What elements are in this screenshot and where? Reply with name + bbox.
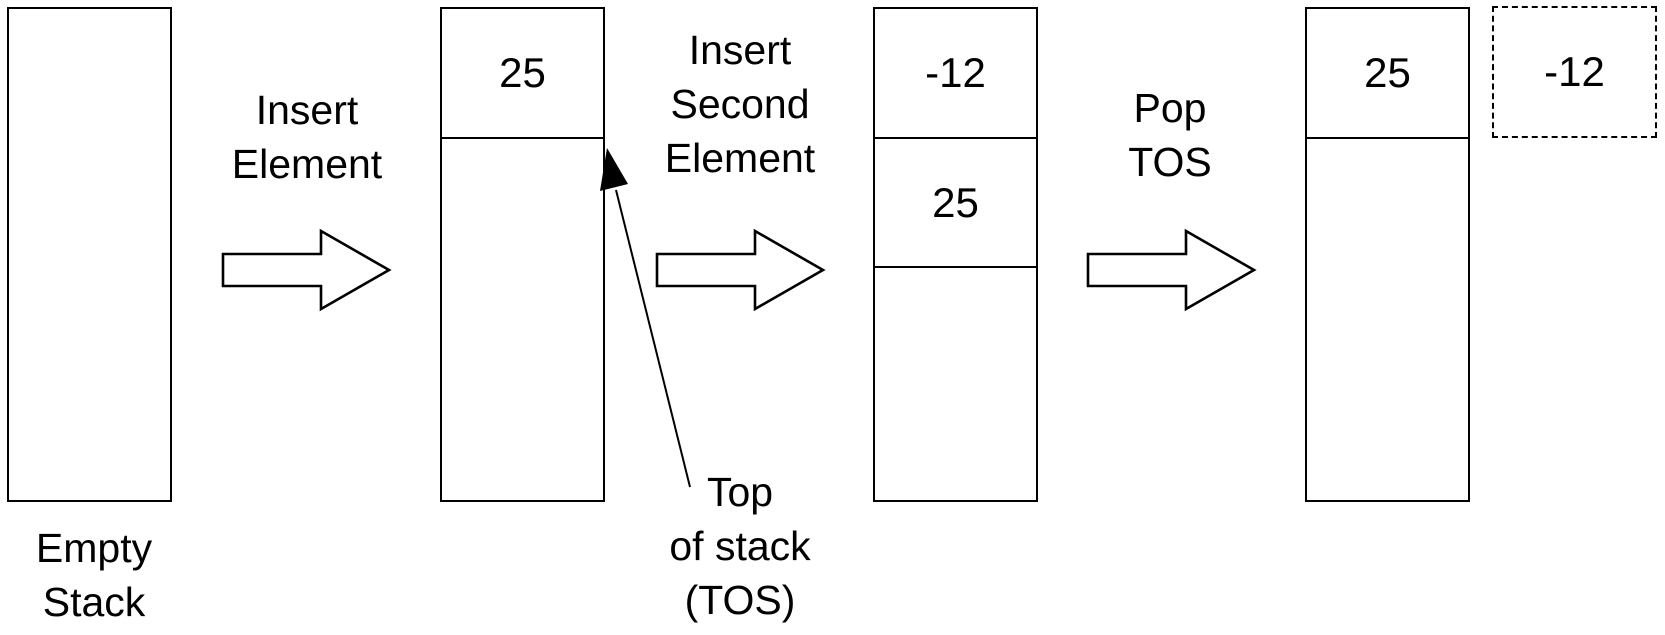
cell-value: 25 xyxy=(1364,49,1411,96)
stack-cell-second: 25 xyxy=(875,139,1036,268)
stack-empty-caption: Empty Stack xyxy=(35,525,153,625)
pop-tos-label: Pop TOS xyxy=(1128,85,1212,185)
top-of-stack-label: Top of stack (TOS) xyxy=(669,469,811,623)
tos-pointer-arrow-icon xyxy=(600,148,691,488)
block-arrow-right-icon xyxy=(1086,228,1257,312)
popped-cell-value: -12 xyxy=(1544,48,1605,95)
block-arrow-right-icon xyxy=(655,228,826,312)
insert-second-element-label: Insert Second Element xyxy=(664,27,816,181)
cell-value: -12 xyxy=(925,49,986,96)
stack-empty xyxy=(7,7,172,502)
stack-after-first-insert: 25 xyxy=(440,7,605,502)
stack-after-pop: 25 xyxy=(1305,7,1470,502)
insert-element-label: Insert Element xyxy=(231,87,383,187)
stack-cell-top: 25 xyxy=(1307,9,1468,139)
block-arrow-right-icon xyxy=(221,228,392,312)
popped-element-cell: -12 xyxy=(1492,6,1657,138)
stack-after-second-insert: -12 25 xyxy=(873,7,1038,502)
stack-cell-top: -12 xyxy=(875,9,1036,139)
cell-value: 25 xyxy=(932,178,979,226)
cell-value: 25 xyxy=(499,49,546,96)
stack-cell-top: 25 xyxy=(442,9,603,139)
